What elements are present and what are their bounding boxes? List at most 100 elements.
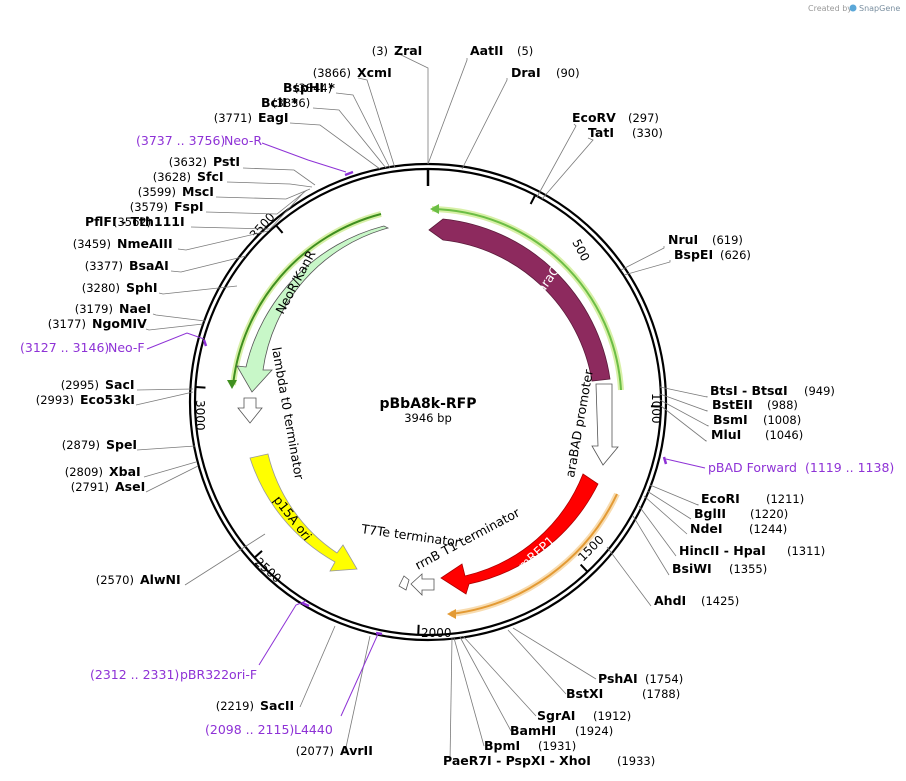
site-name: XbaI (109, 464, 141, 479)
site-label[interactable]: (3628)SfcI (153, 169, 224, 184)
primer-label[interactable]: (2098 .. 2115)L4440 (205, 722, 333, 737)
site-label[interactable]: (1046)MluI (711, 427, 803, 442)
site-label[interactable]: (3579) FspI (130, 199, 204, 214)
site-label[interactable]: (1244)NdeI (690, 521, 787, 536)
site-label[interactable]: (2995)SacI (61, 377, 135, 392)
site-label[interactable]: (1220)BglII (694, 506, 788, 521)
site-name: BspHI * (283, 80, 335, 95)
site-name: SfcI (197, 169, 224, 184)
feature-mrfp1[interactable] (440, 473, 599, 595)
site-label[interactable]: (3866)XcmI (313, 65, 392, 80)
site-label[interactable]: (2077)AvrII (296, 743, 373, 758)
site-label[interactable]: (2791)AseI (71, 479, 146, 494)
plasmid-name: pBbA8k-RFP (379, 396, 476, 412)
feature-label-t7te-terminator: T7Te terminator (360, 521, 462, 550)
primer-label[interactable]: (3737 .. 3756)Neo-R (136, 133, 262, 148)
site-label[interactable]: (3459)NmeAIII (73, 236, 173, 251)
site-label[interactable]: (5)AatII (470, 43, 533, 58)
site-leader-line (461, 78, 508, 170)
tick-mark (529, 194, 537, 205)
label-leaders (135, 51, 709, 763)
feature-rrnb-t1-terminator[interactable] (410, 573, 435, 596)
site-label[interactable]: (949)BtsI - BtsαI (710, 383, 835, 398)
site-position: (3562) (113, 215, 151, 229)
site-name: BsiWI (672, 561, 712, 576)
site-name: SacI (105, 377, 135, 392)
site-label[interactable]: (3280)SphI (82, 280, 158, 295)
site-label[interactable]: (626)BspEI (674, 247, 751, 262)
site-name: TatI (588, 125, 614, 140)
site-position: (949) (804, 384, 835, 398)
site-label[interactable]: (2570)AlwNI (96, 572, 181, 587)
site-label[interactable]: (297)EcoRV (572, 110, 659, 125)
site-position: (2879) (62, 438, 100, 452)
feature-arac[interactable] (428, 218, 611, 382)
site-label[interactable]: (1008)BsmI (713, 412, 801, 427)
site-label[interactable]: (3844)BspHI * (283, 80, 335, 95)
site-label[interactable]: (3836)BclI * (261, 95, 310, 110)
tick-mark (579, 563, 589, 573)
site-name: PshAI (598, 671, 638, 686)
site-label[interactable]: (988)BstEII (712, 397, 798, 412)
site-name: NaeI (119, 301, 151, 316)
site-position: (2219) (216, 699, 254, 713)
site-position: (1912) (593, 709, 631, 723)
site-label[interactable]: (1355)BsiWI (672, 561, 767, 576)
site-label[interactable]: (3562)PflFI - Tth111I (85, 214, 185, 229)
site-label[interactable]: (1788)BstXI (566, 686, 680, 701)
primer-label[interactable]: (3127 .. 3146)Neo-F (20, 340, 145, 355)
primer-binding-mark (375, 631, 383, 636)
feature-t7te-terminator[interactable] (398, 575, 410, 591)
site-leader-line (646, 490, 692, 520)
site-label[interactable]: (1425)AhdI (654, 593, 739, 608)
site-label[interactable]: (2993)Eco53kI (36, 392, 135, 407)
site-label[interactable]: (330)TatI (588, 125, 663, 140)
site-label[interactable]: (3)ZraI (372, 43, 423, 58)
site-label[interactable]: (3599)MscI (138, 184, 214, 199)
primer-range: (1119 .. 1138) (805, 460, 894, 475)
primer-label[interactable]: (2312 .. 2331)pBR322ori-F (90, 667, 257, 682)
site-label[interactable]: (1311)HincII - HpaI (679, 543, 825, 558)
site-position: (3632) (169, 155, 207, 169)
feature-neor-kanr[interactable] (236, 225, 390, 393)
primer-label[interactable]: pBAD Forward(1119 .. 1138) (708, 460, 894, 475)
snapgene-credit: Created by SnapGene (808, 4, 900, 13)
site-position: (3) (372, 44, 388, 58)
site-label[interactable]: (90)DraI (511, 65, 580, 80)
site-name: XcmI (357, 65, 392, 80)
site-label[interactable]: (1211)EcoRI (701, 491, 804, 506)
primer-leader-line (665, 458, 706, 469)
site-label[interactable]: (1933)PaeR7I - PspXI - XhoI (443, 753, 655, 768)
site-name: MscI (182, 184, 214, 199)
primer-binding-mark (202, 339, 208, 347)
feature-lambda-t0-terminator[interactable] (237, 397, 263, 424)
site-label[interactable]: (3771)EagI (214, 110, 289, 125)
site-label[interactable]: (1754)PshAI (598, 671, 683, 686)
site-leader-line (143, 461, 197, 478)
site-label[interactable]: (2219)SacII (216, 698, 294, 713)
site-label[interactable]: (3377)BsaAI (85, 258, 169, 273)
site-label[interactable]: (1931)BpmI (484, 738, 576, 753)
feature-arabad-promoter[interactable] (591, 383, 619, 466)
primer-range: (2098 .. 2115) (205, 722, 294, 737)
site-label[interactable]: (3179)NaeI (75, 301, 151, 316)
feature-p15a-ori[interactable] (249, 453, 358, 572)
site-label[interactable]: (3177)NgoMIV (48, 316, 147, 331)
site-position: (297) (628, 111, 659, 125)
site-position: (3579) (130, 200, 168, 214)
site-name: FspI (174, 199, 204, 214)
orf-arrow-neor (227, 380, 237, 389)
site-label[interactable]: (2809)XbaI (65, 464, 141, 479)
site-leader-line (205, 189, 308, 215)
site-name: EagI (258, 110, 289, 125)
site-label[interactable]: (2879)SpeI (62, 437, 137, 452)
site-label[interactable]: (3632)PstI (169, 154, 240, 169)
site-label[interactable]: (619)NruI (668, 232, 743, 247)
site-label[interactable]: (1924)BamHI (510, 723, 613, 738)
credit-brand: SnapGene (859, 4, 900, 13)
site-leader-line (606, 546, 652, 607)
site-label[interactable]: (1912)SgrAI (537, 708, 631, 723)
site-position: (3844) (294, 81, 332, 95)
site-position: (2993) (36, 393, 74, 407)
orf-highlights (227, 204, 624, 619)
